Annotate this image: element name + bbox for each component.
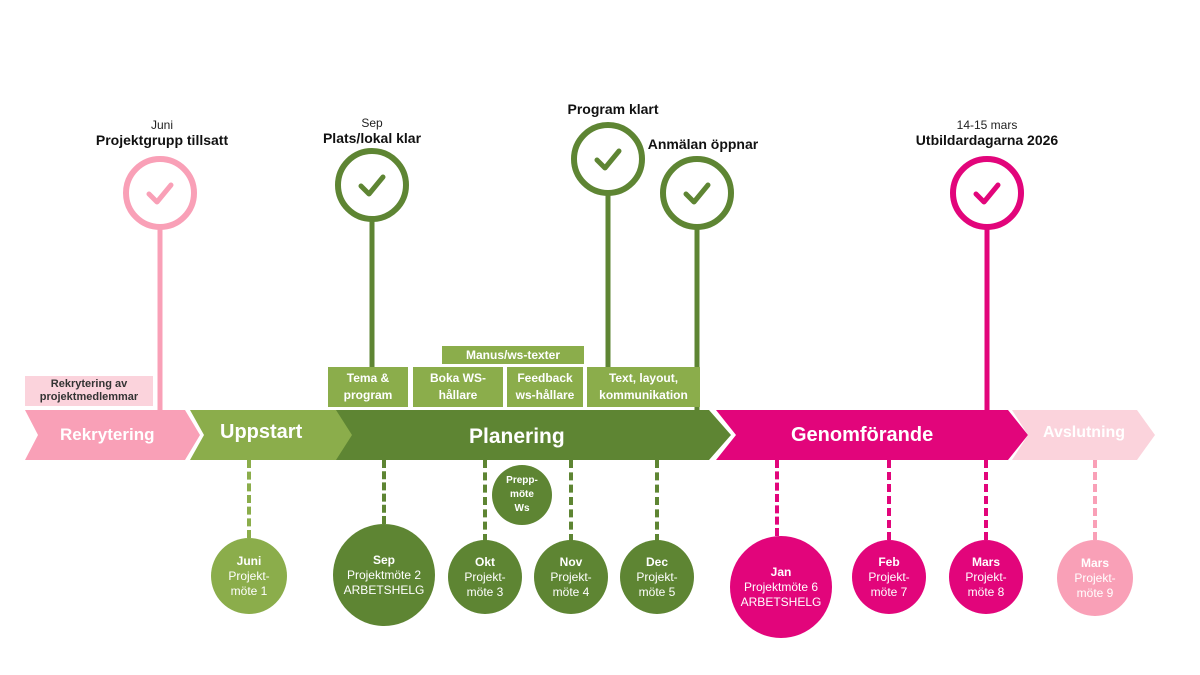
milestone-1-check-icon <box>123 156 197 230</box>
milestone-2-check-icon <box>335 148 409 222</box>
connector-jan <box>775 460 779 536</box>
meeting-8: Mars Projekt- möte 8 <box>949 540 1023 614</box>
meeting-4-month: Nov <box>559 554 583 569</box>
meeting-7: Feb Projekt- möte 7 <box>852 540 926 614</box>
task-boka-ws-label: Boka WS-hållare <box>429 371 486 402</box>
milestone-5-title: Utbildardagarna 2026 <box>915 132 1059 148</box>
meeting-6-line2: ARBETSHELG <box>740 594 822 609</box>
meeting-4: Nov Projekt- möte 4 <box>534 540 608 614</box>
milestone-4-stem <box>694 222 700 412</box>
milestone-5-stem <box>984 222 990 412</box>
meeting-4-line2: möte 4 <box>552 584 590 599</box>
task-text-layout-label: Text, layout, kommunikation <box>599 371 688 402</box>
meeting-1-line2: möte 1 <box>230 583 268 598</box>
meeting-7-line2: möte 7 <box>870 584 908 599</box>
meeting-8-month: Mars <box>971 554 1000 569</box>
milestone-1-date: Juni <box>150 118 174 132</box>
meeting-6: Jan Projektmöte 6 ARBETSHELG <box>730 536 832 638</box>
milestone-2-date: Sep <box>361 116 383 130</box>
rekrytering-note: Rekrytering av projektmedlemmar <box>25 376 153 406</box>
meeting-2-line2: ARBETSHELG <box>343 582 425 597</box>
task-manus-ws-texter: Manus/ws-texter <box>442 346 584 364</box>
phase-rekrytering: Rekrytering <box>25 410 200 460</box>
meeting-5: Dec Projekt- möte 5 <box>620 540 694 614</box>
phase-genomforande: Genomförande <box>716 410 1028 460</box>
milestone-3-title: Program klart <box>567 101 659 117</box>
meeting-3-month: Okt <box>474 554 495 569</box>
phase-planering: Planering <box>336 410 731 460</box>
task-boka-ws: Boka WS-hållare <box>413 367 503 407</box>
meeting-6-month: Jan <box>770 564 792 579</box>
meeting-9: Mars Projekt- möte 9 <box>1057 540 1133 616</box>
prepp-mote-label: Prepp-möte Ws <box>506 475 538 514</box>
meeting-1-line1: Projekt- <box>228 568 270 583</box>
connector-feb <box>887 460 891 540</box>
meeting-5-line1: Projekt- <box>636 569 678 584</box>
task-feedback-label: Feedback ws-hållare <box>515 371 575 402</box>
milestone-4-check-icon <box>660 156 734 230</box>
connector-nov <box>569 460 573 542</box>
phase-uppstart-label: Uppstart <box>220 421 303 443</box>
connector-sep <box>382 460 386 524</box>
meeting-8-line1: Projekt- <box>965 569 1007 584</box>
meeting-7-line1: Projekt- <box>868 569 910 584</box>
milestone-5-check-icon <box>950 156 1024 230</box>
connector-juni <box>247 460 251 538</box>
milestone-2-title: Plats/lokal klar <box>322 130 422 146</box>
phase-uppstart: Uppstart <box>190 410 354 460</box>
meeting-9-month: Mars <box>1080 555 1109 570</box>
connector-dec <box>655 460 659 542</box>
connector-okt <box>483 460 487 542</box>
meeting-9-line2: möte 9 <box>1076 585 1114 600</box>
phase-genomforande-label: Genomförande <box>791 424 934 446</box>
meeting-1: Juni Projekt- möte 1 <box>211 538 287 614</box>
task-tema-program: Tema & program <box>328 367 408 407</box>
milestone-1-stem <box>157 222 163 412</box>
meeting-3-line1: Projekt- <box>464 569 506 584</box>
connector-mars <box>984 460 988 540</box>
meeting-5-month: Dec <box>645 554 668 569</box>
phase-rekrytering-label: Rekrytering <box>60 425 155 444</box>
task-tema-program-label: Tema & program <box>343 371 393 402</box>
task-text-layout: Text, layout, kommunikation <box>587 367 700 407</box>
meeting-5-line2: möte 5 <box>638 584 676 599</box>
phase-avslutning: Avslutning <box>1012 410 1155 460</box>
meeting-9-line1: Projekt- <box>1074 570 1116 585</box>
meeting-4-line1: Projekt- <box>550 569 592 584</box>
meeting-6-line1: Projektmöte 6 <box>743 579 819 594</box>
meeting-1-month: Juni <box>236 553 262 568</box>
meeting-2-month: Sep <box>372 552 395 567</box>
milestone-3-check-icon <box>571 122 645 196</box>
phase-avslutning-label: Avslutning <box>1043 424 1126 441</box>
milestone-3-stem <box>605 190 611 370</box>
meeting-3: Okt Projekt- möte 3 <box>448 540 522 614</box>
milestone-4-title: Anmälan öppnar <box>647 136 759 152</box>
milestone-1-title: Projektgrupp tillsatt <box>95 132 229 148</box>
meeting-8-line2: möte 8 <box>967 584 1005 599</box>
meeting-3-line2: möte 3 <box>466 584 504 599</box>
connector-mars-2 <box>1093 460 1097 540</box>
meeting-2-line1: Projektmöte 2 <box>346 567 422 582</box>
phase-planering-label: Planering <box>469 425 565 448</box>
task-feedback: Feedback ws-hållare <box>507 367 583 407</box>
meeting-2: Sep Projektmöte 2 ARBETSHELG <box>333 524 435 626</box>
prepp-mote-circle: Prepp-möte Ws <box>492 465 552 525</box>
milestone-5-date: 14-15 mars <box>956 118 1018 132</box>
milestone-2-stem <box>369 214 375 370</box>
meeting-7-month: Feb <box>878 554 900 569</box>
